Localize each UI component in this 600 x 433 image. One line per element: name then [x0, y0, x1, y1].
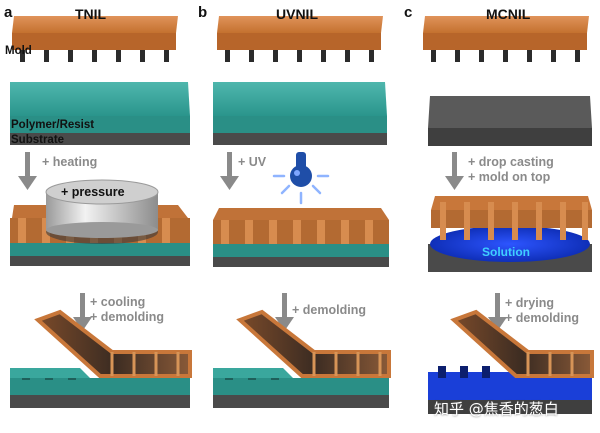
step-demolding-b: + demolding: [292, 303, 366, 317]
panel-title-b: UVNIL: [276, 6, 318, 22]
substrate-label: Substrate: [11, 134, 65, 146]
stack-b: [213, 82, 387, 145]
substrate-c: [428, 96, 592, 146]
step-drop-casting: + drop casting: [468, 155, 554, 169]
step-cooling: + cooling: [90, 295, 146, 309]
polymer-label: Polymer/Resist: [11, 119, 95, 131]
uv-lamp-icon: [272, 152, 330, 205]
solution-label: Solution: [482, 245, 530, 259]
arrow-a1: [18, 152, 37, 190]
demold-stack-c: [428, 309, 594, 414]
mold-c: [423, 16, 589, 62]
demold-stack-a: [10, 309, 192, 408]
mold-a: [12, 16, 178, 62]
panel-title-c: MCNIL: [486, 6, 531, 22]
panel-letter-b: b: [198, 4, 208, 21]
pressure-label: + pressure: [61, 185, 125, 199]
panel-a: [10, 16, 192, 408]
arrow-b1: [220, 152, 239, 190]
step-uv: + UV: [238, 155, 267, 169]
arrow-a2: [73, 293, 92, 331]
panel-letter-c: c: [404, 4, 413, 21]
demold-stack-b: [213, 309, 391, 408]
arrow-c2: [488, 293, 507, 331]
step-demolding-a: + demolding: [90, 310, 164, 324]
panel-c: [423, 16, 594, 414]
mold-b: [217, 16, 383, 62]
arrow-c1: [445, 152, 464, 190]
step-heating: + heating: [42, 155, 98, 169]
stack-a: [10, 82, 190, 145]
panel-b: [213, 16, 391, 408]
imprint-stack-c: [428, 196, 592, 272]
panel-letter-a: a: [4, 4, 13, 21]
mold-label: Mold: [5, 45, 32, 57]
imprint-stack-b: [213, 208, 389, 267]
panel-title-a: TNIL: [75, 6, 107, 22]
imprint-stack-a: [10, 179, 190, 266]
arrow-b2: [275, 293, 294, 331]
step-drying: + drying: [505, 296, 554, 310]
watermark: 知乎 @焦香的葱白: [434, 400, 559, 418]
step-mold-on-top: + mold on top: [468, 170, 551, 184]
step-demolding-c: + demolding: [505, 311, 579, 325]
